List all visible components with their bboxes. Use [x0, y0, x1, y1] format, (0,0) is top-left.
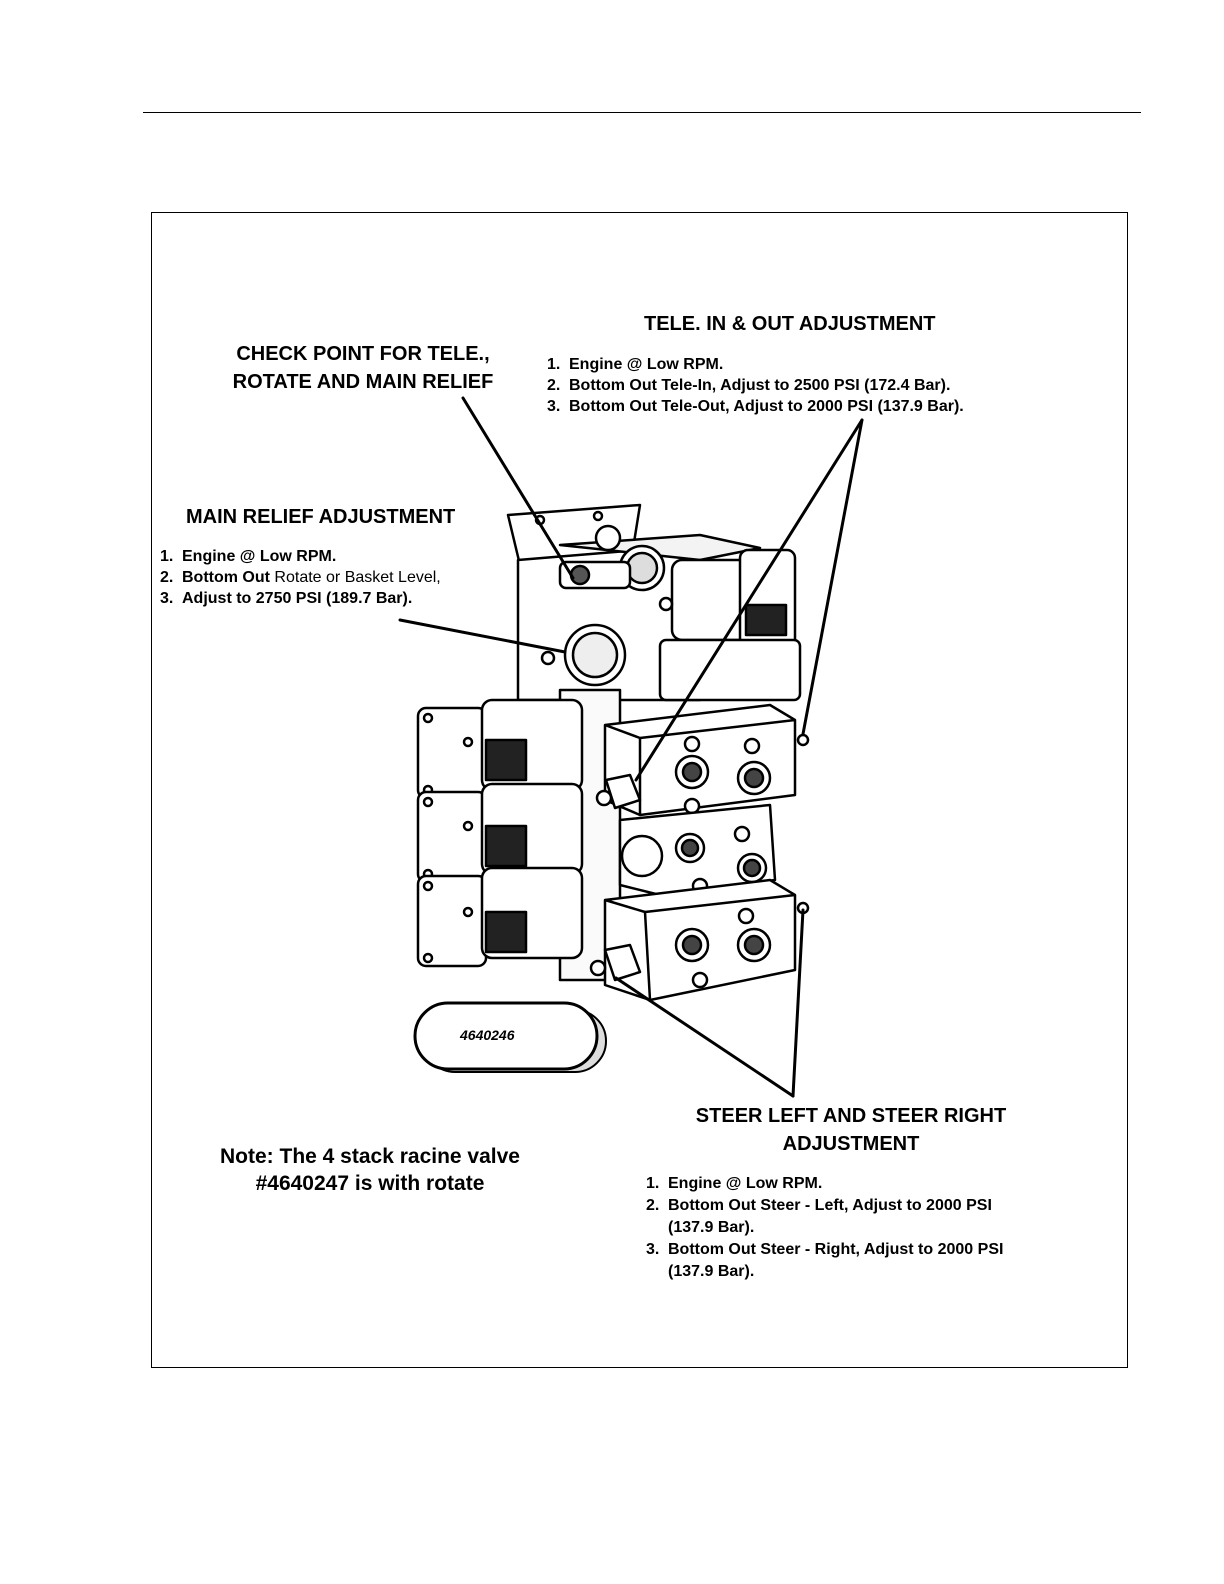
main-relief-step-1: 1.Engine @ Low RPM.	[160, 548, 337, 565]
steer-step-3: 3.Bottom Out Steer - Right, Adjust to 20…	[646, 1241, 1004, 1280]
tele-step-2: 2.Bottom Out Tele-In, Adjust to 2500 PSI…	[547, 377, 951, 394]
tele-step-3: 3.Bottom Out Tele-Out, Adjust to 2000 PS…	[547, 398, 964, 415]
tele-adjustment-title: TELE. IN & OUT ADJUSTMENT	[644, 313, 936, 335]
steer-title-line1: STEER LEFT AND STEER RIGHT	[695, 1105, 1007, 1127]
steer-title-line2: ADJUSTMENT	[782, 1133, 920, 1155]
steer-step-1: 1.Engine @ Low RPM.	[646, 1175, 823, 1192]
leader-check-point	[461, 396, 575, 580]
leader-main-relief	[398, 618, 567, 654]
main-relief-title: MAIN RELIEF ADJUSTMENT	[186, 506, 456, 528]
figure-frame	[151, 212, 1128, 1368]
steer-adjustment-title: STEER LEFT AND STEER RIGHT ADJUSTMENT	[670, 1102, 1032, 1158]
main-relief-step-2: 2.Bottom Out Rotate or Basket Level,	[160, 569, 441, 586]
valve-block-3	[603, 878, 797, 1002]
steer-step-2: 2.Bottom Out Steer - Left, Adjust to 200…	[646, 1197, 992, 1236]
steer-relief-fitting	[603, 943, 642, 982]
steer-adjustment-steps: 1.Engine @ Low RPM. 2.Bottom Out Steer -…	[646, 1173, 1003, 1283]
left-solenoid-3	[416, 866, 584, 968]
left-solenoid-1	[416, 698, 584, 800]
note-line2: #4640247 is with rotate	[255, 1172, 485, 1195]
valve-block-1	[603, 703, 797, 817]
note-line1: Note: The 4 stack racine valve	[220, 1145, 520, 1168]
tele-step-1: 1.Engine @ Low RPM.	[547, 356, 724, 373]
stack-note: Note: The 4 stack racine valve #4640247 …	[200, 1143, 540, 1197]
header-rule	[143, 112, 1141, 113]
check-point-line2: ROTATE AND MAIN RELIEF	[232, 371, 494, 393]
leader-tele-in	[634, 418, 864, 782]
check-point-line1: CHECK POINT FOR TELE.,	[236, 343, 490, 365]
left-solenoid-2	[416, 782, 584, 884]
part-number-tag	[413, 1001, 607, 1073]
leader-steer-right	[791, 908, 805, 1098]
check-point-heading: CHECK POINT FOR TELE., ROTATE AND MAIN R…	[208, 340, 518, 396]
main-relief-step-3: 3.Adjust to 2750 PSI (189.7 Bar).	[160, 590, 413, 607]
leader-tele-out	[801, 418, 864, 736]
part-number-label: 4640246	[460, 1027, 515, 1043]
leader-steer-left	[614, 976, 795, 1098]
tele-adjustment-steps: 1.Engine @ Low RPM. 2.Bottom Out Tele-In…	[547, 354, 964, 417]
main-relief-steps: 1.Engine @ Low RPM. 2.Bottom Out Rotate …	[160, 546, 441, 609]
